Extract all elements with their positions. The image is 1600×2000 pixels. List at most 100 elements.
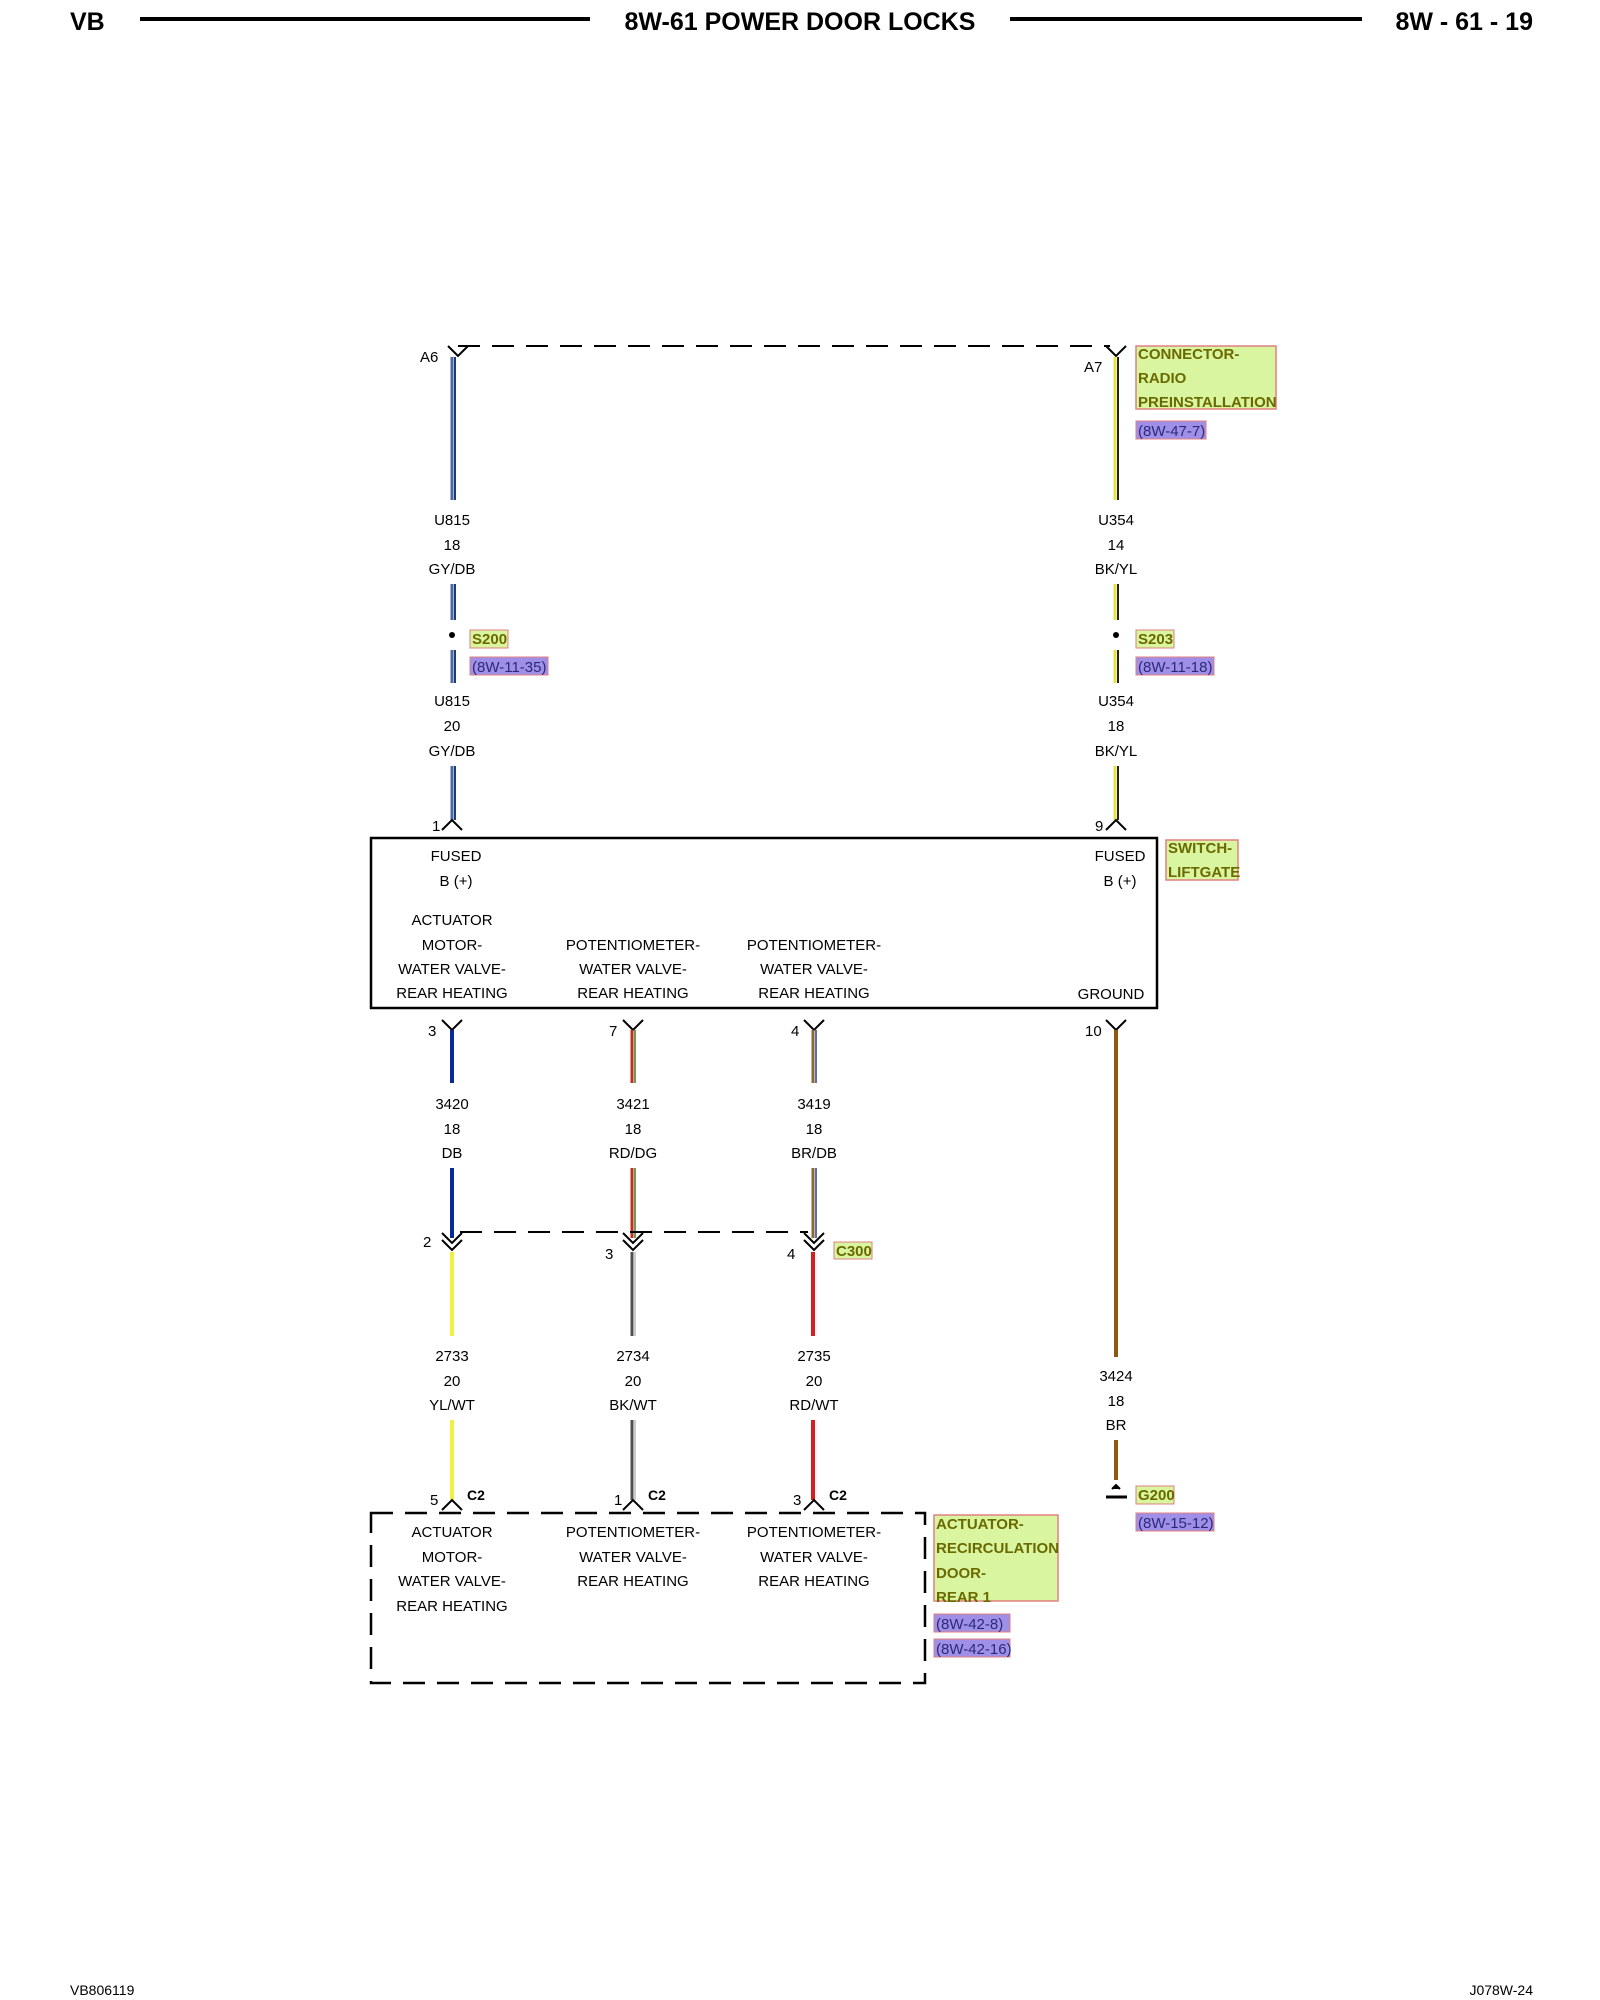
- actuator-col2-line1: POTENTIOMETER-: [566, 1524, 700, 1541]
- actuator-ref-2-box: [933, 1638, 1011, 1658]
- wire-3420-circuit: 3420: [435, 1096, 468, 1113]
- switch-fused-left-1: FUSED: [431, 848, 482, 865]
- footer-figure-id: VB806119: [70, 1982, 135, 1998]
- switch-liftgate-label-box: [1165, 839, 1239, 881]
- actuator-col3-line2: WATER VALVE-: [760, 1549, 868, 1566]
- wire-u354-b-color: BK/YL: [1095, 743, 1138, 760]
- actuator-col1-line4: REAR HEATING: [396, 1598, 507, 1615]
- switch-col1-line1: ACTUATOR: [411, 912, 492, 929]
- ground-g200-ref-box: [1135, 1512, 1215, 1532]
- c2-pin-5-label: 5: [430, 1492, 438, 1509]
- wire-u354-b-gauge: 18: [1108, 718, 1125, 735]
- switch-col2-line3: REAR HEATING: [577, 985, 688, 1002]
- c2-pin-5-connector: C2: [467, 1487, 485, 1503]
- switch-pin-1-label: 1: [432, 818, 440, 835]
- c2-pin-5: [441, 1498, 463, 1511]
- c2-pin-1: [622, 1498, 644, 1511]
- actuator-ref-1: (8W-42-8): [936, 1616, 1003, 1633]
- wire-3420-color: DB: [442, 1145, 463, 1162]
- wire-2735-circuit: 2735: [797, 1348, 830, 1365]
- c300-pin-2-male: [441, 1239, 463, 1252]
- c300-pin-3-label: 3: [605, 1246, 613, 1263]
- wire-u354-b-circuit: U354: [1098, 693, 1134, 710]
- page-number: 8W - 61 - 19: [1395, 8, 1533, 36]
- c2-pin-1-label: 1: [614, 1492, 622, 1509]
- splice-s200-ref: (8W-11-35): [472, 659, 546, 676]
- ground-g200-arrow: [1111, 1483, 1121, 1490]
- switch-pin-3: [441, 1019, 463, 1032]
- wire-2734-circuit: 2734: [616, 1348, 649, 1365]
- switch-fused-right-2: B (+): [1104, 873, 1137, 890]
- actuator-col3-line1: POTENTIOMETER-: [747, 1524, 881, 1541]
- radio-connector-ref-box: [1135, 420, 1207, 440]
- wire-3421-color: RD/DG: [609, 1145, 657, 1162]
- c300-pin-3-male: [622, 1239, 644, 1252]
- pin-label-a7: A7: [1084, 359, 1102, 376]
- switch-liftgate-box: [369, 836, 1159, 1010]
- actuator-label-3: DOOR-: [936, 1565, 986, 1582]
- ground-g200-label: G200: [1138, 1487, 1175, 1504]
- splice-s203-ref: (8W-11-18): [1138, 659, 1212, 676]
- splice-s200-label-box: [469, 629, 509, 649]
- wire-u815-b-circuit: U815: [434, 693, 470, 710]
- wire-3424-gauge: 18: [1108, 1393, 1125, 1410]
- c300-pin-4-label: 4: [787, 1246, 795, 1263]
- connector-c300-label-box: [833, 1241, 873, 1260]
- wire-2734-color: BK/WT: [609, 1397, 657, 1414]
- switch-col3-line1: POTENTIOMETER-: [747, 937, 881, 954]
- ground-g200-ref: (8W-15-12): [1138, 1515, 1214, 1532]
- actuator-ref-2: (8W-42-16): [936, 1641, 1012, 1658]
- switch-col1-line3: WATER VALVE-: [398, 961, 506, 978]
- radio-connector-label-box: [1135, 345, 1277, 410]
- switch-col1-line4: REAR HEATING: [396, 985, 507, 1002]
- wire-u815-b-gauge: 20: [444, 718, 461, 735]
- wire-3419-gauge: 18: [806, 1121, 823, 1138]
- splice-s203-label: S203: [1138, 631, 1173, 648]
- c2-pin-3-connector: C2: [829, 1487, 847, 1503]
- switch-pin-10: [1105, 1019, 1127, 1032]
- pin-label-a6: A6: [420, 349, 438, 366]
- radio-connector-ref: (8W-47-7): [1138, 423, 1205, 440]
- splice-s203-ref-box: [1135, 656, 1215, 676]
- wire-u815-a-circuit: U815: [434, 512, 470, 529]
- c2-pin-3: [803, 1498, 825, 1511]
- c300-pin-2-label: 2: [423, 1234, 431, 1251]
- splice-s200-dot: [449, 632, 455, 638]
- switch-col3-line3: REAR HEATING: [758, 985, 869, 1002]
- c300-pin-2-female: [441, 1232, 463, 1245]
- wire-3419-circuit: 3419: [797, 1096, 830, 1113]
- wire-u815-b-color: GY/DB: [429, 743, 476, 760]
- actuator-col2-line3: REAR HEATING: [577, 1573, 688, 1590]
- wire-u354-a-circuit: U354: [1098, 512, 1134, 529]
- switch-fused-right-1: FUSED: [1095, 848, 1146, 865]
- switch-pin-9-label: 9: [1095, 818, 1103, 835]
- c2-pin-1-connector: C2: [648, 1487, 666, 1503]
- switch-col2-line1: POTENTIOMETER-: [566, 937, 700, 954]
- c300-pin-3-female: [622, 1232, 644, 1245]
- actuator-col1-line2: MOTOR-: [422, 1549, 483, 1566]
- actuator-col3-line3: REAR HEATING: [758, 1573, 869, 1590]
- wire-3419-color: BR/DB: [791, 1145, 837, 1162]
- radio-connector-label-3: PREINSTALLATION: [1138, 394, 1277, 411]
- header-rule-right: [1010, 17, 1362, 21]
- actuator-label-box: [933, 1514, 1059, 1602]
- wire-2735-gauge: 20: [806, 1373, 823, 1390]
- wire-2733-circuit: 2733: [435, 1348, 468, 1365]
- header-section-code: VB: [70, 8, 105, 36]
- page-title: 8W-61 POWER DOOR LOCKS: [624, 8, 976, 36]
- switch-pin-10-label: 10: [1085, 1023, 1102, 1040]
- splice-s200-label: S200: [472, 631, 507, 648]
- switch-pin-7: [622, 1019, 644, 1032]
- switch-liftgate-label-2: LIFTGATE: [1168, 864, 1240, 881]
- wire-2734-gauge: 20: [625, 1373, 642, 1390]
- switch-col1-line2: MOTOR-: [422, 937, 483, 954]
- c300-pin-4-female: [803, 1232, 825, 1245]
- wire-u815-a-gauge: 18: [444, 537, 461, 554]
- wire-3420-gauge: 18: [444, 1121, 461, 1138]
- switch-col2-line2: WATER VALVE-: [579, 961, 687, 978]
- actuator-recirculation-box: [369, 1511, 927, 1685]
- wire-u354-a-color: BK/YL: [1095, 561, 1138, 578]
- actuator-label-4: REAR 1: [936, 1589, 991, 1606]
- switch-pin-4: [803, 1019, 825, 1032]
